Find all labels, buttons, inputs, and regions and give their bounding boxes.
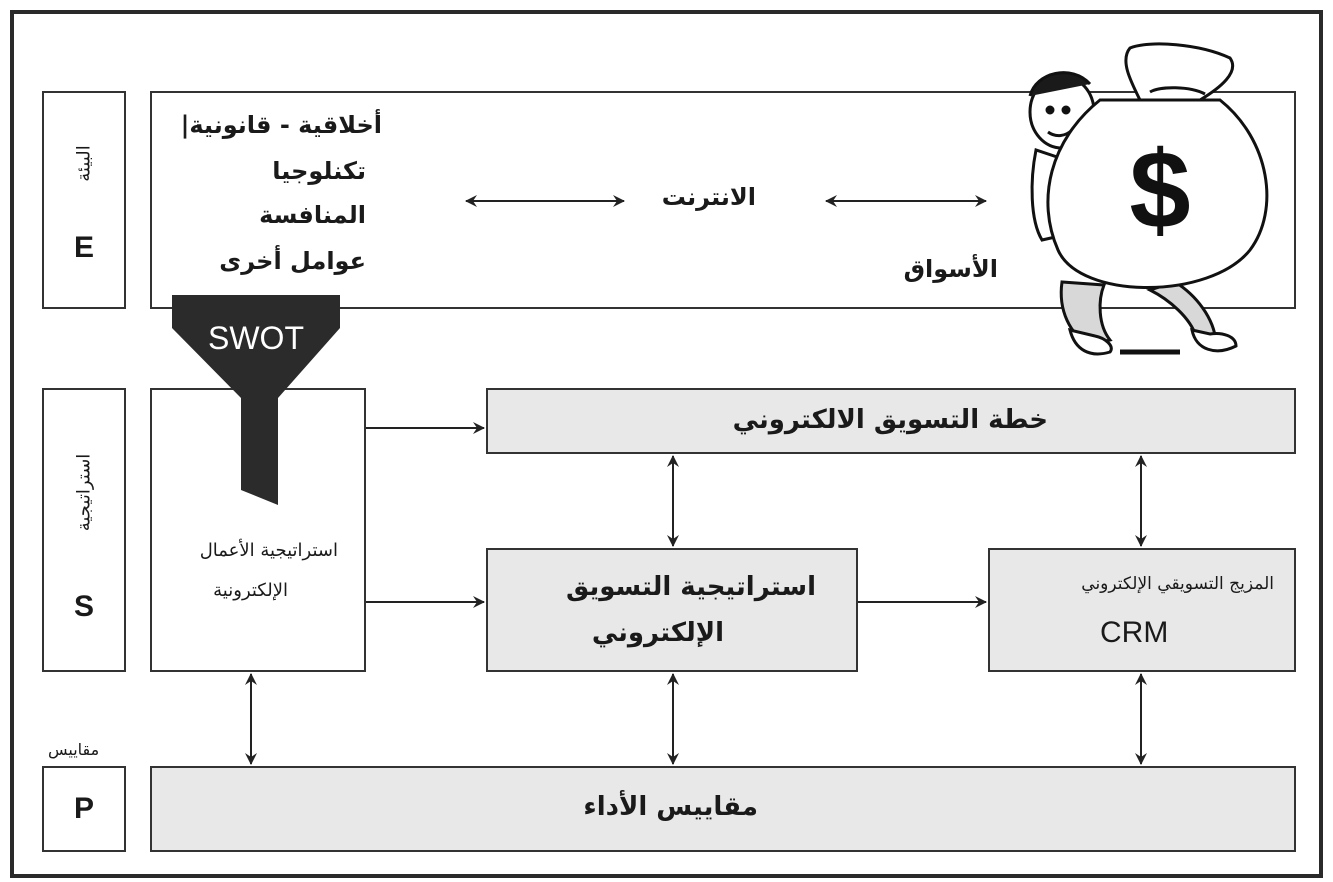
- emarketing-mix-title: المزيج التسويقي الإلكتروني: [1081, 574, 1274, 594]
- environment-factor: تكنلوجيا: [272, 157, 366, 185]
- environment-factor: المنافسة: [259, 201, 366, 229]
- emarketing-strategy-line: الإلكتروني: [591, 618, 724, 648]
- emarketing-strategy-box: استراتيجية التسويق الإلكتروني: [486, 548, 858, 672]
- emarketing-strategy-line: استراتيجية التسويق: [566, 572, 816, 602]
- strategy-letter: S: [73, 590, 94, 623]
- performance-metrics-label: مقاييس الأداء: [583, 792, 758, 822]
- swot-label: SWOT: [208, 320, 304, 356]
- emarketing-plan-box: خطة التسويق الالكتروني: [486, 388, 1296, 454]
- environment-factor: أخلاقية - قانونية|: [180, 111, 382, 139]
- crm-label: CRM: [1100, 616, 1169, 649]
- business-strategy-line: الإلكترونية: [213, 580, 288, 601]
- environment-letter: E: [73, 231, 94, 264]
- markets-label: الأسواق: [903, 255, 998, 283]
- environment-label-box: البيئة E: [42, 91, 126, 309]
- performance-label-text: مقاييس: [48, 740, 100, 759]
- outer-frame: [10, 10, 1323, 878]
- environment-factor: عوامل أخرى: [219, 247, 366, 275]
- performance-label-box: P: [42, 766, 126, 852]
- emarketing-plan-label: خطة التسويق الالكتروني: [732, 405, 1048, 435]
- performance-letter: P: [73, 792, 94, 825]
- internet-label: الانترنت: [661, 183, 756, 211]
- emarketing-mix-box: المزيج التسويقي الإلكتروني CRM: [988, 548, 1296, 672]
- strategy-label-box: استراتيجية S: [42, 388, 126, 672]
- svg-text:$: $: [1129, 129, 1190, 252]
- money-bag-man-icon: $: [1028, 42, 1269, 356]
- performance-metrics-box: مقاييس الأداء: [150, 766, 1296, 852]
- swot-funnel-icon: [172, 295, 340, 505]
- business-strategy-line: استراتيجية الأعمال: [199, 540, 338, 561]
